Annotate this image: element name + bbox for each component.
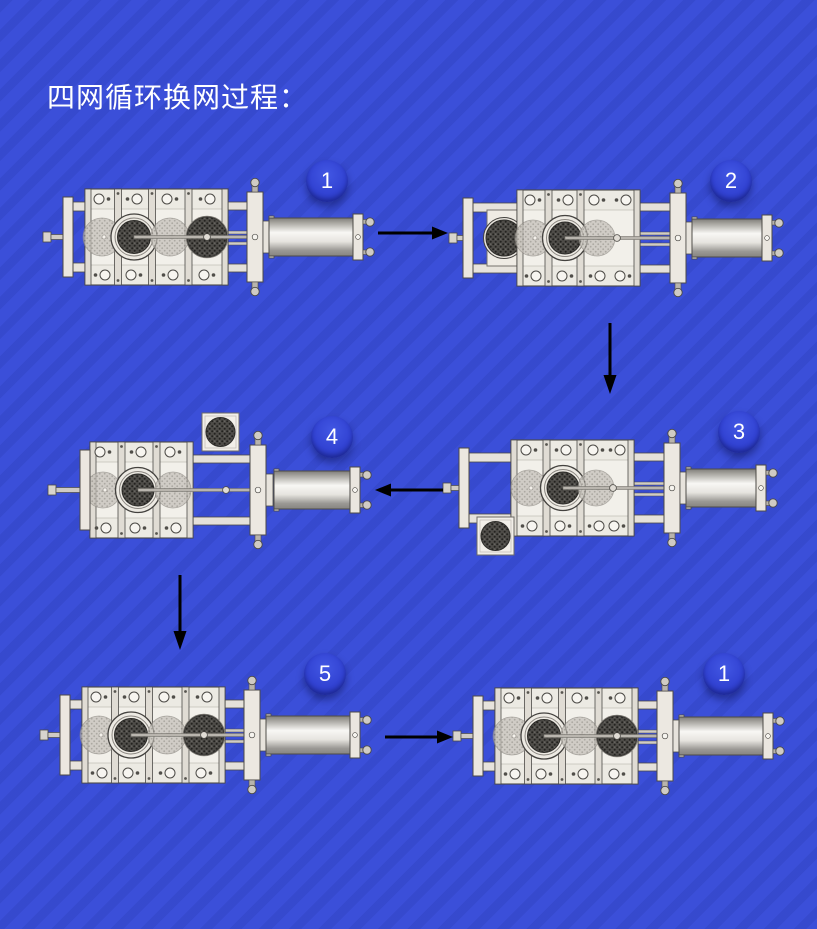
arrow-4-to-5 (173, 575, 187, 650)
cylinder-bolt (362, 470, 372, 480)
hydraulic-cylinder (678, 716, 764, 756)
guide-rail-top (637, 700, 658, 710)
step-badge-4: 4 (311, 416, 353, 458)
inlet-nozzle (39, 729, 49, 741)
cylinder-bolt (768, 468, 778, 478)
guide-rail-bottom (639, 264, 671, 274)
screen-changer-illustration (47, 412, 372, 550)
machine-step-1 (41, 152, 401, 322)
step-badge-6: 1 (703, 653, 745, 695)
step-badge-2: 2 (710, 160, 752, 202)
inlet-nozzle (42, 231, 52, 243)
inlet-nozzle (47, 484, 57, 496)
cylinder-front-block (265, 473, 274, 507)
cylinder-bolt (775, 716, 785, 726)
open-frame-bar-bottom (192, 516, 251, 526)
mounting-bracket (462, 197, 474, 279)
guide-rail-top (639, 202, 671, 212)
arrow-5-to-1 (385, 730, 453, 744)
machine-step-2 (447, 153, 807, 323)
cylinder-bolt (775, 746, 785, 756)
hydraulic-cylinder (691, 218, 763, 258)
cylinder-bolt (774, 218, 784, 228)
open-frame-bar-top (192, 454, 251, 464)
machine-step-5 (38, 650, 398, 820)
hydraulic-cylinder (685, 468, 757, 508)
hydraulic-cylinder (268, 217, 354, 257)
machine-step-6 (451, 651, 811, 821)
cylinder-bolt (768, 498, 778, 508)
mounting-bracket (62, 196, 74, 278)
guide-rail-top (633, 452, 665, 462)
arrow-2-to-3 (603, 323, 617, 394)
piston-rod (543, 734, 674, 738)
hydraulic-cylinder (273, 470, 351, 510)
cylinder-bolt (774, 248, 784, 258)
cylinder-bolt (362, 715, 372, 725)
cylinder-bolt (365, 247, 375, 257)
screen-changer-illustration (452, 676, 785, 796)
cylinder-bolt (365, 217, 375, 227)
guide-rail-bottom (224, 761, 245, 771)
arrow-1-to-2 (378, 226, 448, 240)
cylinder-bolt (362, 745, 372, 755)
piston-rod (564, 236, 687, 240)
piston-rod (130, 733, 261, 737)
machine-step-3 (441, 403, 801, 573)
mounting-bracket (472, 695, 484, 777)
step-badge-1: 1 (306, 160, 348, 202)
screen-mesh (205, 417, 236, 447)
screen-changer-illustration (442, 428, 778, 556)
guide-rail-bottom (633, 514, 665, 524)
piston-rod (137, 488, 267, 492)
hydraulic-cylinder (265, 715, 351, 755)
arrow-3-to-4 (375, 483, 443, 497)
screen-changer-illustration (39, 675, 372, 795)
machine-step-4 (46, 405, 406, 575)
diagram-title: 四网循环换网过程： (47, 82, 309, 113)
cylinder-bolt (362, 500, 372, 510)
guide-rail-top (227, 201, 248, 211)
guide-rail-bottom (637, 762, 658, 772)
guide-rail-bottom (227, 263, 248, 273)
mounting-bracket (59, 694, 71, 776)
step-badge-3: 3 (718, 411, 760, 453)
mounting-bracket (458, 447, 470, 529)
piston-rod (133, 235, 264, 239)
screen-mesh (480, 521, 511, 551)
step-badge-5: 5 (304, 653, 346, 695)
guide-rail-top (224, 699, 245, 709)
piston-rod (562, 486, 681, 490)
screen-changer-illustration (448, 178, 784, 298)
bracket-bar-top (468, 452, 512, 463)
screen-changer-illustration (42, 177, 375, 297)
mounting-bracket (79, 449, 91, 531)
